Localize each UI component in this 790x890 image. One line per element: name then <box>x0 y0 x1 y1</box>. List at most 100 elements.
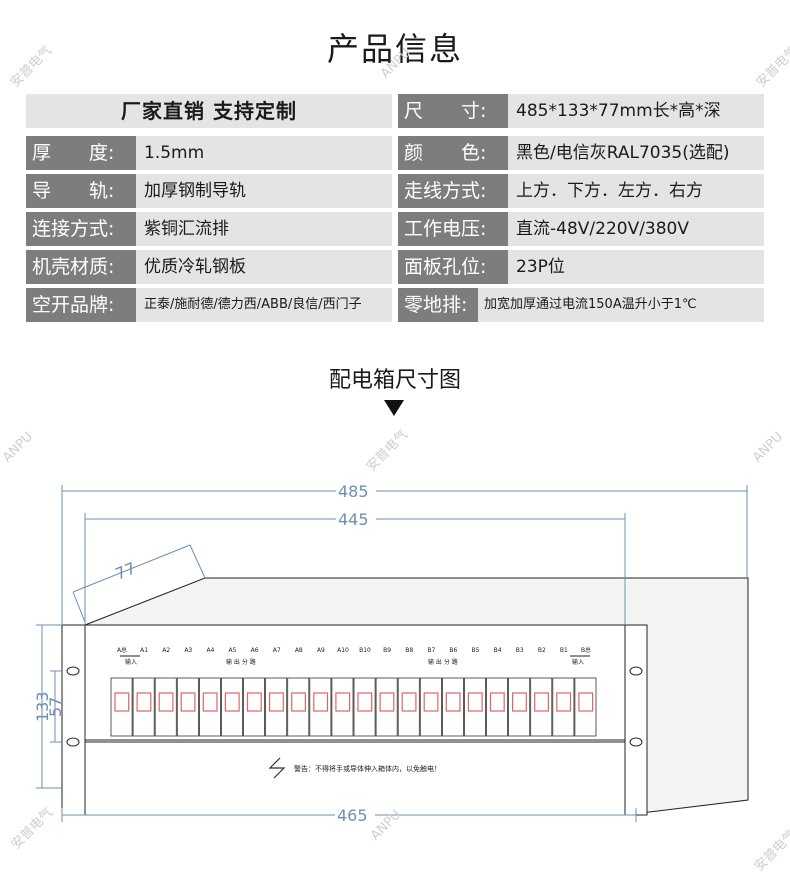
mount-hole <box>66 737 80 747</box>
breaker-toggle <box>445 692 461 712</box>
spec-row: 空开品牌: 正泰/施耐德/德力西/ABB/良信/西门子 <box>26 288 392 322</box>
breaker-label: B10 <box>359 647 371 654</box>
breaker-toggle <box>269 692 284 712</box>
group-label: 输入 <box>125 658 137 666</box>
breaker-toggle <box>136 692 152 712</box>
headline: 厂家直销 支持定制 <box>121 99 297 123</box>
spec-value: 上方．下方．左方．右方 <box>516 181 703 201</box>
breaker-toggle <box>335 692 351 712</box>
breaker-toggle <box>291 692 307 712</box>
spec-row: 颜 色: 黑色/电信灰RAL7035(选配) <box>398 136 764 170</box>
spec-value: 黑色/电信灰RAL7035(选配) <box>516 143 730 163</box>
spec-value: 加厚钢制导轨 <box>144 181 246 201</box>
warning-text: 警告：不得将手或导体伸入箱体内，以免触电！ <box>294 764 441 773</box>
breaker-label: B1 <box>560 647 568 654</box>
spec-value: 紫铜汇流排 <box>144 219 229 239</box>
breaker-label: B4 <box>494 647 502 654</box>
spec-row: 机壳材质: 优质冷轧钢板 <box>26 250 392 284</box>
group-label: 输入 <box>572 658 584 666</box>
breaker-toggle <box>357 692 373 712</box>
breaker-label: A4 <box>206 647 214 654</box>
breaker-label: B2 <box>538 647 546 654</box>
spec-value: 1.5mm <box>144 143 205 163</box>
spec-label: 颜 色: <box>398 136 508 170</box>
breaker-label: B8 <box>405 647 413 654</box>
breaker-label: A1 <box>140 647 148 654</box>
breaker-label: A7 <box>273 647 281 654</box>
spec-label: 面板孔位: <box>398 250 508 284</box>
breaker-toggle <box>467 692 483 712</box>
spec-row: 零地排: 加宽加厚通过电流150A温升小于1℃ <box>398 288 764 322</box>
down-arrow-icon <box>384 400 404 416</box>
spec-label: 尺 寸: <box>398 94 508 128</box>
breaker-toggle <box>180 692 196 712</box>
page-title: 产品信息 <box>326 30 463 68</box>
breaker-toggle <box>158 692 174 712</box>
breaker-label: A10 <box>337 647 349 654</box>
breaker-label: A8 <box>295 647 303 654</box>
breaker-toggle <box>489 692 505 712</box>
spec-row: 厚 度: 1.5mm <box>26 136 392 170</box>
breaker-label: B3 <box>516 647 524 654</box>
dim-77: 77 <box>112 558 138 583</box>
breaker-label: B5 <box>472 647 480 654</box>
breaker-toggle <box>379 692 395 712</box>
spec-row: 连接方式: 紫铜汇流排 <box>26 212 392 246</box>
breaker-toggle <box>114 692 130 712</box>
group-label: 输 出 分 路 <box>428 658 458 666</box>
spec-label: 厚 度: <box>26 136 136 170</box>
breaker-label: A2 <box>162 647 170 654</box>
breaker-label: B6 <box>449 647 457 654</box>
breaker-toggle <box>313 692 329 712</box>
spec-label: 导 轨: <box>26 174 136 208</box>
breaker-label: A6 <box>251 647 259 654</box>
mount-hole <box>66 666 80 676</box>
spec-value: 优质冷轧钢板 <box>144 257 246 277</box>
spec-label: 工作电压: <box>398 212 508 246</box>
breaker-toggle <box>202 692 218 712</box>
mount-hole <box>629 737 643 747</box>
spec-value: 485*133*77mm长*高*深 <box>516 101 721 121</box>
mount-hole <box>629 666 643 676</box>
spec-label: 机壳材质: <box>26 250 136 284</box>
breaker-label: A5 <box>229 647 237 654</box>
spec-label: 空开品牌: <box>26 288 136 322</box>
breaker-toggle <box>556 692 572 712</box>
spec-row: 尺 寸: 485*133*77mm长*高*深 <box>398 94 764 128</box>
breaker-toggle <box>401 692 417 712</box>
breaker-label: A总 <box>117 646 127 654</box>
dim-445: 445 <box>338 510 369 529</box>
breaker-row <box>110 677 597 737</box>
breaker-toggle <box>534 692 550 712</box>
spec-value: 正泰/施耐德/德力西/ABB/良信/西门子 <box>144 297 362 312</box>
dim-133: 133 <box>33 691 52 722</box>
diagram-title: 配电箱尺寸图 <box>328 368 461 393</box>
dim-485: 485 <box>338 482 369 501</box>
breaker-toggle <box>511 692 527 712</box>
breaker-toggle <box>423 692 439 712</box>
breaker-toggle <box>246 692 262 712</box>
breaker-label: B总 <box>581 646 591 654</box>
breaker-label: B9 <box>383 647 391 654</box>
dim-57: 57 <box>46 697 65 717</box>
spec-row: 导 轨: 加厚钢制导轨 <box>26 174 392 208</box>
breaker-label: B7 <box>427 647 435 654</box>
breaker-label: A3 <box>184 647 192 654</box>
breaker-label: A9 <box>317 647 325 654</box>
lightning-icon <box>268 757 286 779</box>
spec-row: 工作电压: 直流-48V/220V/380V <box>398 212 764 246</box>
spec-value: 直流-48V/220V/380V <box>516 219 690 239</box>
dim-465: 465 <box>337 806 368 825</box>
spec-value: 23P位 <box>516 257 565 277</box>
breaker-toggle <box>224 692 240 712</box>
breaker-label-row: A总 A1 A2 A3 A4 A5 A6 A7 A8 A9 A10 B10 B9 B8 B7 B6 B5 B4 B3… <box>117 646 591 654</box>
spec-label: 连接方式: <box>26 212 136 246</box>
spec-row: 走线方式: 上方．下方．左方．右方 <box>398 174 764 208</box>
group-label: 输 出 分 路 <box>226 658 256 666</box>
breaker-toggle <box>578 692 594 712</box>
spec-value: 加宽加厚通过电流150A温升小于1℃ <box>484 297 697 312</box>
spec-label: 走线方式: <box>398 174 508 208</box>
headline-row: 厂家直销 支持定制 <box>26 94 392 128</box>
spec-row: 面板孔位: 23P位 <box>398 250 764 284</box>
